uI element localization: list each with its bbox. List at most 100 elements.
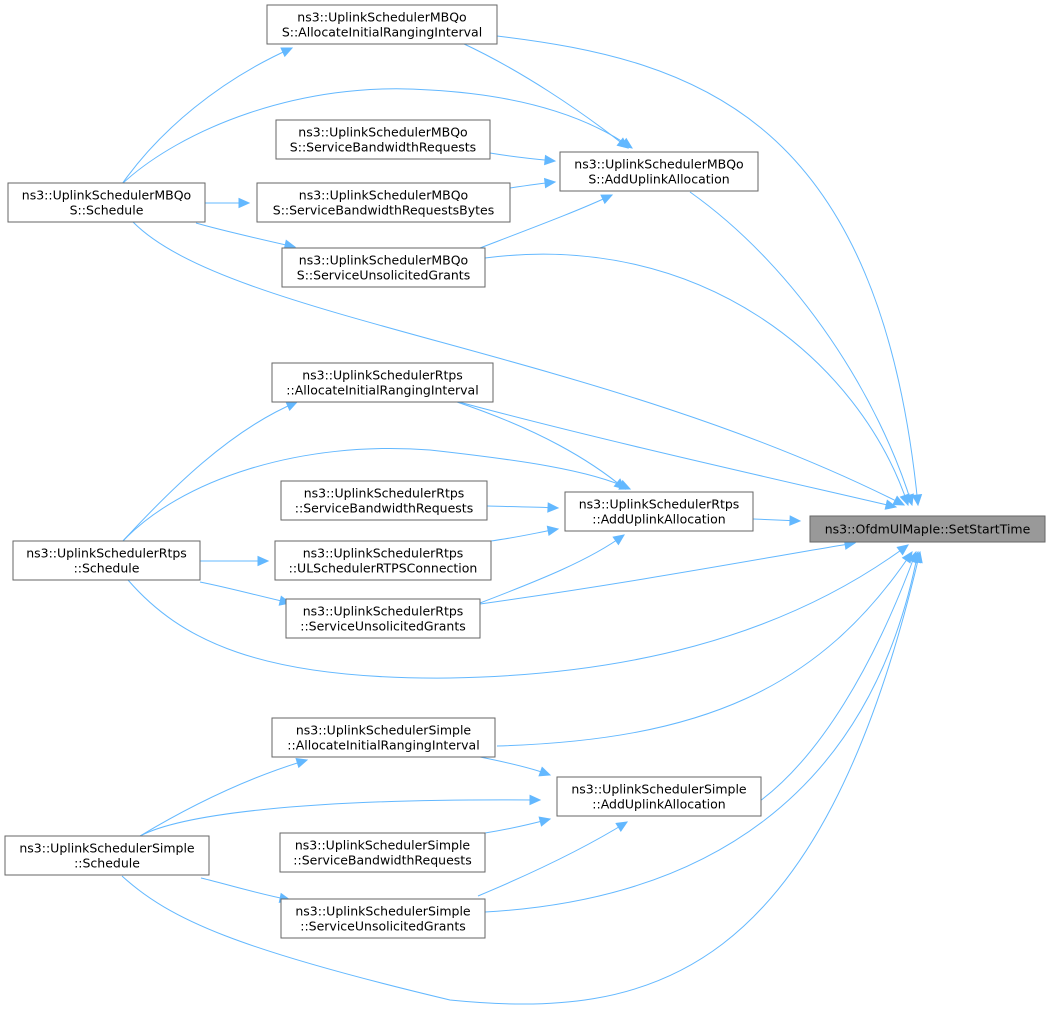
edge-m_sched-to-m_sbrb — [205, 197, 251, 209]
edge-r_sched-to-r_air — [121, 401, 299, 543]
function-node[interactable]: ns3::UplinkSchedulerSimple::Schedule — [4, 835, 210, 876]
edge-arrowhead — [538, 766, 552, 777]
node-box — [266, 4, 498, 45]
edge-line — [479, 534, 625, 604]
node-label-line: ::ServiceUnsolicitedGrants — [300, 619, 466, 634]
edge-m_sbrb-to-m_add — [509, 177, 557, 189]
edge-line — [200, 877, 291, 901]
node-box — [564, 491, 754, 532]
function-node[interactable]: ns3::UplinkSchedulerSimple::ServiceUnsol… — [280, 898, 486, 939]
node-label-line: ns3::UplinkSchedulerRtps — [303, 546, 464, 561]
node-box — [12, 540, 201, 581]
node-label-line: ns3::UplinkSchedulerMBQo — [299, 253, 468, 268]
function-node[interactable]: ns3::UplinkSchedulerRtps::ULSchedulerRTP… — [274, 540, 492, 581]
edge-arrowhead — [911, 494, 923, 507]
edge-s_sug-to-s_add — [477, 821, 629, 897]
edge-line — [121, 401, 298, 543]
function-node[interactable]: ns3::UplinkSchedulerRtps::ServiceBandwid… — [280, 480, 488, 521]
edge-arrowhead — [529, 794, 542, 806]
node-label-line: S::AddUplinkAllocation — [588, 172, 729, 187]
node-label-line: ns3::UplinkSchedulerRtps — [304, 486, 465, 501]
edge-arrowhead — [912, 550, 923, 564]
edge-arrowhead — [612, 534, 625, 546]
edge-s_sched-to-s_air — [139, 758, 309, 837]
function-node[interactable]: ns3::UplinkSchedulerRtps::ServiceUnsolic… — [285, 598, 481, 639]
edge-line — [456, 401, 626, 490]
node-box — [280, 898, 486, 939]
edge-m_sbr-to-m_add — [489, 152, 557, 166]
edge-line — [458, 401, 897, 508]
node-box — [271, 717, 496, 758]
node-box — [274, 540, 492, 581]
node-label-line: S::AllocateInitialRangingInterval — [282, 25, 482, 40]
edge-r_add-to-n0 — [752, 515, 802, 526]
function-node[interactable]: ns3::UplinkSchedulerMBQoS::ServiceBandwi… — [275, 119, 491, 160]
edge-m_sched-to-m_add — [121, 88, 634, 185]
node-label-line: ::AddUplinkAllocation — [592, 512, 725, 527]
function-node[interactable]: ns3::UplinkSchedulerRtps::Schedule — [12, 540, 201, 581]
edge-arrowhead — [892, 495, 906, 506]
node-label-line: ::Schedule — [74, 561, 140, 576]
node-label-line: ns3::UplinkSchedulerMBQo — [299, 188, 468, 203]
edge-r_sched-to-n0 — [127, 544, 909, 679]
function-node[interactable]: ns3::UplinkSchedulerRtps::AddUplinkAlloc… — [564, 491, 754, 532]
edge-arrowhead — [600, 194, 614, 205]
edge-m_sug-to-m_add — [479, 194, 614, 249]
edge-line — [121, 551, 921, 1005]
edge-arrowhead — [899, 493, 910, 507]
root-node[interactable]: ns3::OfdmUlMapIe::SetStartTime — [809, 515, 1046, 543]
edge-line — [121, 47, 293, 185]
function-node[interactable]: ns3::UplinkSchedulerMBQoS::AddUplinkAllo… — [559, 151, 759, 192]
edge-r_ulrt-to-r_add — [490, 525, 560, 542]
edge-arrowhead — [546, 525, 560, 537]
function-node[interactable]: ns3::UplinkSchedulerMBQoS::ServiceBandwi… — [256, 182, 511, 223]
node-box — [285, 598, 481, 639]
edge-line — [689, 191, 913, 506]
edges-layer — [121, 35, 923, 1005]
nodes-layer: ns3::OfdmUlMapIe::SetStartTimens3::Uplin… — [4, 4, 1046, 939]
edge-line — [127, 544, 909, 679]
node-box — [4, 835, 210, 876]
node-label-line: ::ULSchedulerRTPSConnection — [289, 561, 478, 576]
function-node[interactable]: ns3::UplinkSchedulerMBQoS::ServiceUnsoli… — [281, 247, 486, 288]
edge-m_sched-to-n0 — [132, 221, 906, 506]
edge-arrowhead — [280, 47, 294, 58]
edge-s_air-to-n0 — [496, 550, 913, 747]
node-box — [256, 182, 511, 223]
node-box — [279, 832, 486, 873]
node-box — [556, 776, 762, 817]
function-node[interactable]: ns3::UplinkSchedulerSimple::AddUplinkAll… — [556, 776, 762, 817]
edge-line — [477, 821, 628, 897]
edge-arrowhead — [543, 177, 557, 189]
node-label-line: ns3::UplinkSchedulerSimple — [295, 904, 471, 919]
node-label-line: ns3::UplinkSchedulerMBQo — [297, 10, 466, 25]
edge-arrowhead — [896, 544, 909, 556]
function-node[interactable]: ns3::UplinkSchedulerSimple::ServiceBandw… — [279, 832, 486, 873]
node-label-line: ns3::OfdmUlMapIe::SetStartTime — [825, 522, 1031, 537]
node-label-line: S::ServiceBandwidthRequestsBytes — [273, 203, 494, 218]
edge-r_air-to-r_add — [456, 401, 626, 490]
edge-line — [484, 253, 909, 506]
edge-r_sug-to-r_add — [479, 534, 625, 604]
function-node[interactable]: ns3::UplinkSchedulerMBQoS::AllocateIniti… — [266, 4, 498, 45]
edge-arrowhead — [615, 821, 629, 832]
edge-m_air-to-n0 — [496, 35, 923, 507]
node-box — [809, 515, 1046, 543]
function-node[interactable]: ns3::UplinkSchedulerSimple::AllocateInit… — [271, 717, 496, 758]
edge-arrowhead — [285, 401, 299, 412]
edge-line — [479, 194, 613, 249]
edge-r_air-to-n0 — [458, 401, 898, 510]
node-label-line: ns3::UplinkSchedulerMBQo — [22, 188, 191, 203]
function-node[interactable]: ns3::UplinkSchedulerRtps::AllocateInitia… — [271, 362, 494, 403]
node-label-line: ns3::UplinkSchedulerSimple — [19, 841, 195, 856]
edge-arrowhead — [538, 816, 552, 827]
node-label-line: S::ServiceUnsolicitedGrants — [297, 268, 470, 283]
node-label-line: ns3::UplinkSchedulerRtps — [303, 604, 464, 619]
node-label-line: ns3::UplinkSchedulerRtps — [26, 546, 187, 561]
node-label-line: S::Schedule — [70, 203, 144, 218]
edge-arrowhead — [544, 154, 557, 166]
edge-arrowhead — [789, 515, 802, 526]
